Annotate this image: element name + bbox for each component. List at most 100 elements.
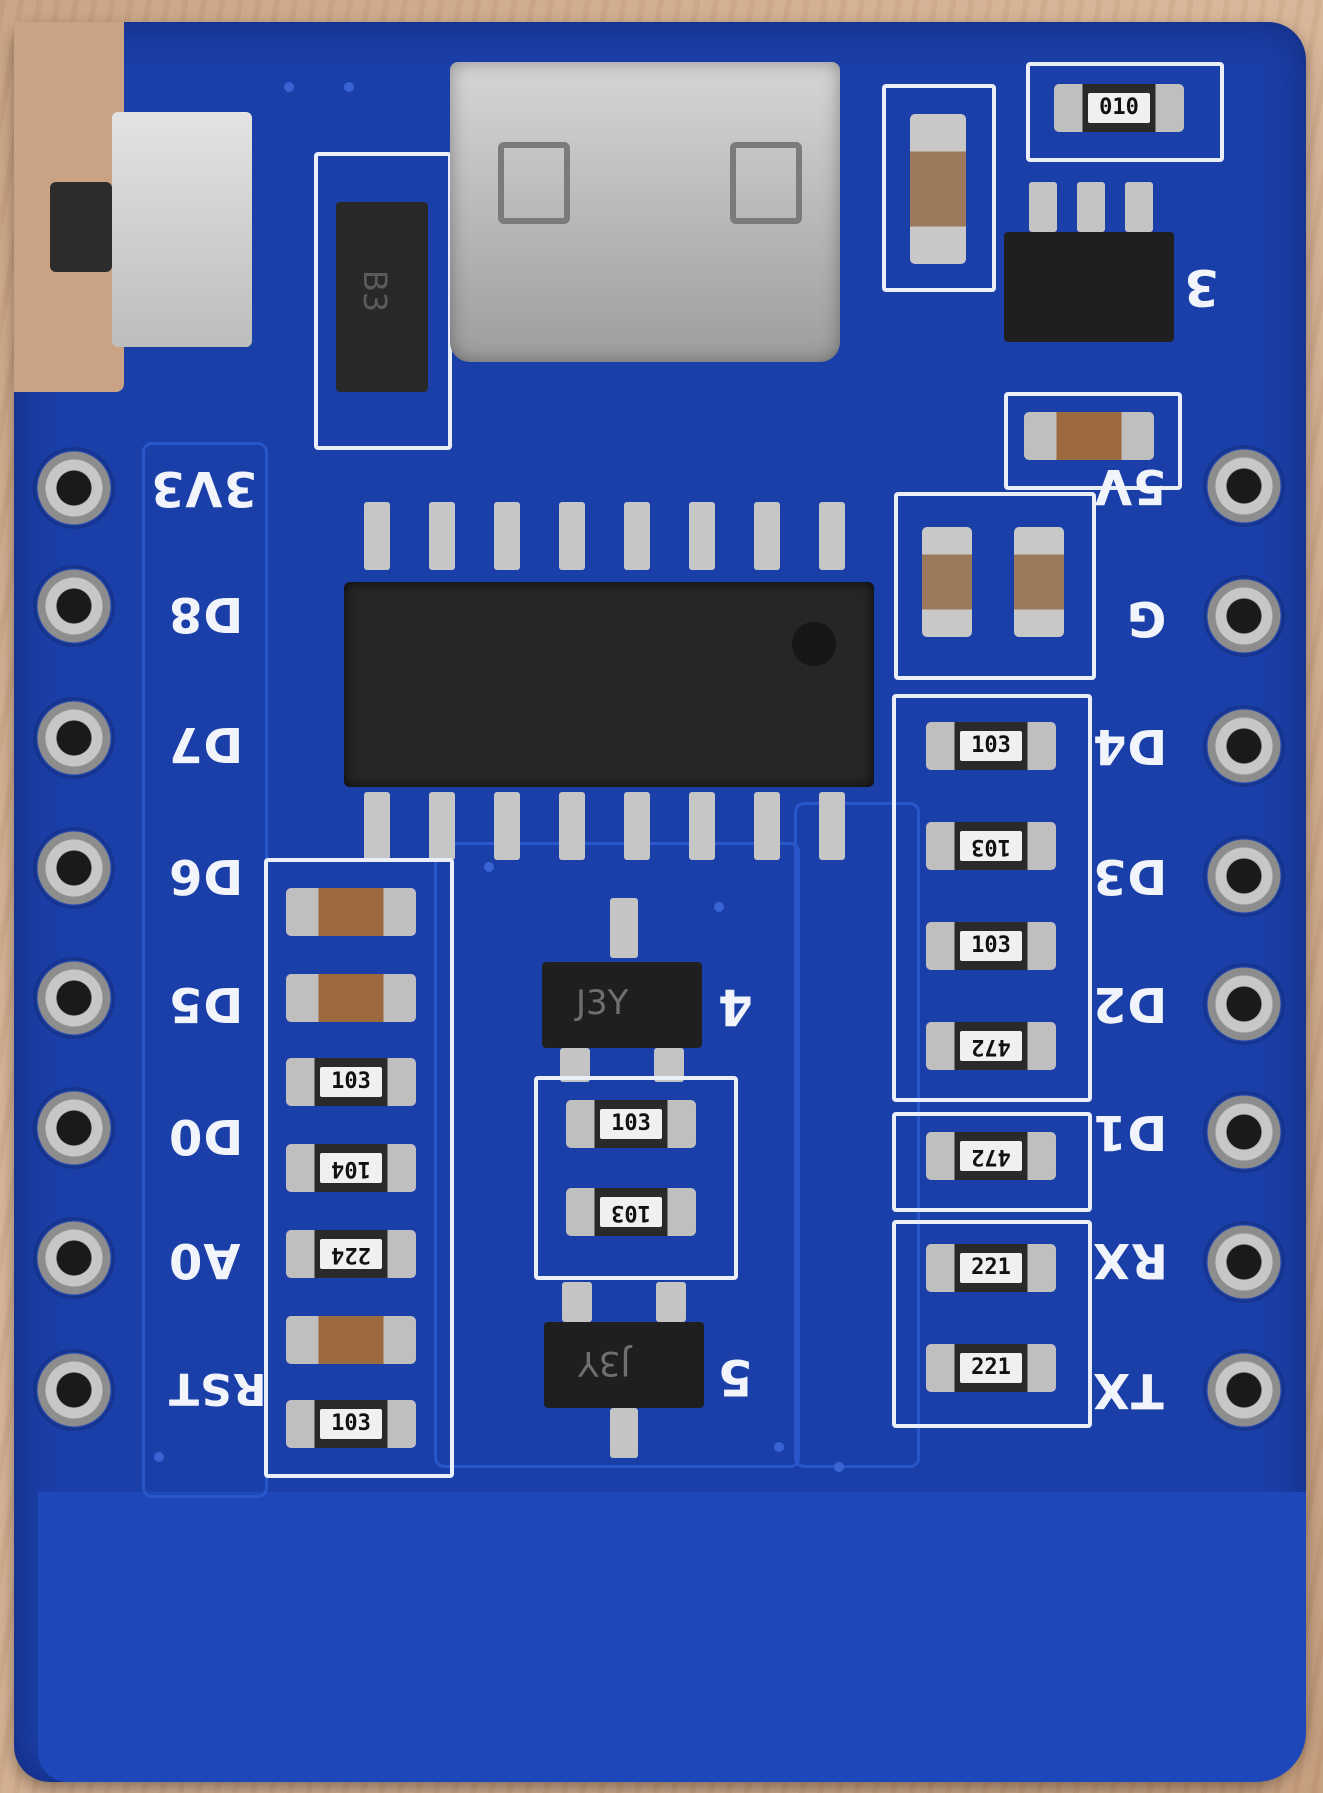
pin-label-3v3: 3V3 <box>150 460 257 516</box>
pin-hole-d0 <box>36 1090 112 1166</box>
transistor-lead <box>610 898 638 958</box>
transistor-bottom-ref-label: 5 <box>718 1348 753 1406</box>
resistor: 103 <box>566 1188 696 1236</box>
trace <box>794 802 920 1468</box>
pin-label-d0: D0 <box>168 1108 244 1164</box>
cap-silk-outline <box>882 84 996 292</box>
via <box>714 902 724 912</box>
resistor-code: 103 <box>960 731 1022 761</box>
resistor-code: 103 <box>960 931 1022 961</box>
regulator-lead <box>1029 182 1057 232</box>
pin-label-d1: D1 <box>1092 1104 1168 1160</box>
left-component-column-outline <box>264 858 454 1478</box>
ic-pin <box>494 792 520 860</box>
ic-pin <box>559 792 585 860</box>
pin-hole-g <box>1206 578 1282 654</box>
capacitor <box>286 888 416 936</box>
capacitor <box>910 114 966 264</box>
pin-label-5v: 5V <box>1094 458 1167 514</box>
pin-hole-rst <box>36 1352 112 1428</box>
ic-pin <box>819 502 845 570</box>
via <box>344 82 354 92</box>
resistor: 221 <box>926 1244 1056 1292</box>
ic-pin <box>429 502 455 570</box>
usb-serial-chip <box>344 582 874 787</box>
pin-label-d8: D8 <box>168 586 244 642</box>
via <box>154 1452 164 1462</box>
pin-hole-rx <box>1206 1224 1282 1300</box>
resistor-code: 224 <box>320 1239 382 1269</box>
ic-pin <box>364 792 390 860</box>
resistor-code: 472 <box>960 1031 1022 1061</box>
resistor-code: 103 <box>600 1109 662 1139</box>
pin-hole-d5 <box>36 960 112 1036</box>
reset-button <box>50 112 252 347</box>
ic-pin <box>754 502 780 570</box>
pin-label-d3: D3 <box>1092 848 1168 904</box>
ic-pin <box>429 792 455 860</box>
via <box>484 862 494 872</box>
diode: B3 <box>336 202 428 392</box>
usb-slot-left <box>498 142 570 224</box>
pin-hole-a0 <box>36 1220 112 1296</box>
diode-silk-outline <box>314 152 452 450</box>
cap-silk-outline <box>894 492 1096 680</box>
transistor-marking: J3Y <box>576 983 629 1023</box>
pin-hole-d4 <box>1206 708 1282 784</box>
resistor: 103 <box>926 822 1056 870</box>
transistor-top: J3Y <box>542 962 702 1048</box>
pin-hole-5v <box>1206 448 1282 524</box>
pin-hole-d3 <box>1206 838 1282 914</box>
pin-label-rx: RX <box>1092 1232 1168 1288</box>
pin-hole-d6 <box>36 830 112 906</box>
ic-pin <box>819 792 845 860</box>
transistor-lead <box>656 1282 686 1322</box>
pin-hole-tx <box>1206 1352 1282 1428</box>
pin-label-d7: D7 <box>168 716 244 772</box>
pin-label-tx: TX <box>1092 1362 1164 1418</box>
resistor-code: 103 <box>960 831 1022 861</box>
resistor: 221 <box>926 1344 1056 1392</box>
pin-label-d5: D5 <box>168 976 244 1032</box>
ic-pin <box>559 502 585 570</box>
capacitor <box>1014 527 1064 637</box>
resistor-code: 010 <box>1088 93 1150 123</box>
resistor-code: 103 <box>320 1409 382 1439</box>
pin-label-d4: D4 <box>1092 718 1168 774</box>
capacitor <box>286 974 416 1022</box>
ic-pin <box>689 792 715 860</box>
pin-label-d2: D2 <box>1092 976 1168 1032</box>
pin-label-rst: RST <box>168 1363 267 1414</box>
pin-label-d6: D6 <box>168 848 244 904</box>
transistor-top-ref-label: 4 <box>718 978 753 1036</box>
ic-pin <box>624 502 650 570</box>
cap-silk-outline <box>1004 392 1182 490</box>
resistor: 472 <box>926 1022 1056 1070</box>
regulator-lead <box>1077 182 1105 232</box>
capacitor <box>286 1316 416 1364</box>
resistor: 103 <box>926 922 1056 970</box>
pcb-board: B3 010 3 <box>14 22 1306 1782</box>
pin-label-g: G <box>1126 590 1167 646</box>
transistor-lead <box>610 1408 638 1458</box>
center-resistor-outline <box>534 1076 738 1280</box>
pin-hole-3v3 <box>36 450 112 526</box>
resistor: 103 <box>566 1100 696 1148</box>
regulator-ref-label: 3 <box>1184 258 1219 316</box>
regulator-lead <box>1125 182 1153 232</box>
resistor-code: 103 <box>600 1197 662 1227</box>
via <box>774 1442 784 1452</box>
resistor-code: 472 <box>960 1141 1022 1171</box>
ic-pin <box>689 502 715 570</box>
resistor-code: 103 <box>320 1067 382 1097</box>
resistor: 472 <box>926 1132 1056 1180</box>
resistor-top: 010 <box>1054 84 1184 132</box>
trace <box>434 842 800 1468</box>
ic-pin <box>754 792 780 860</box>
pin-hole-d8 <box>36 568 112 644</box>
pin-hole-d7 <box>36 700 112 776</box>
resistor: 224 <box>286 1230 416 1278</box>
ic-pin <box>494 502 520 570</box>
ic-pin <box>624 792 650 860</box>
